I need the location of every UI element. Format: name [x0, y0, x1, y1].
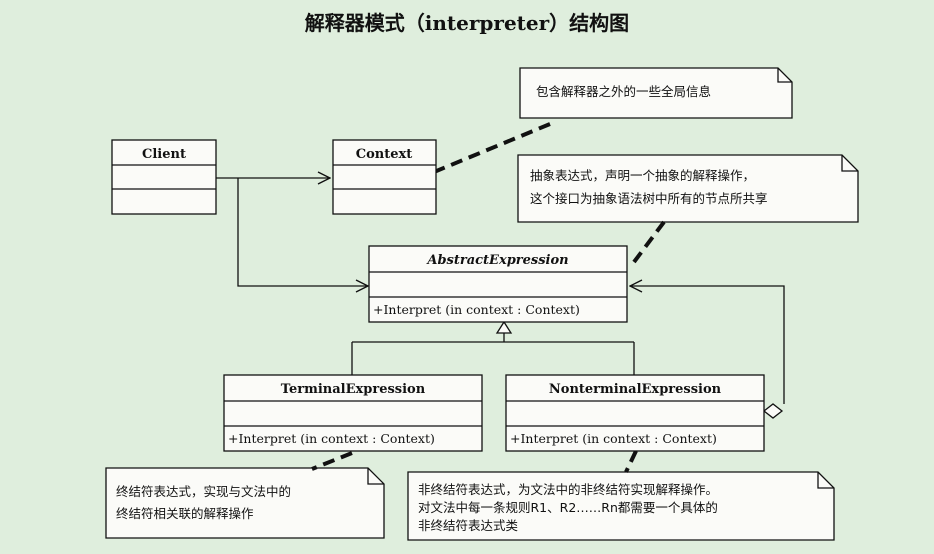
note-terminal-expression: 终结符表达式，实现与文法中的 终结符相关联的解释操作	[105, 467, 385, 539]
note-nonterminal-line-1: 非终结符表达式，为文法中的非终结符实现解释操作。	[418, 482, 718, 497]
class-nonterminal-expression[interactable]: NonterminalExpression +Interpret (in con…	[505, 374, 765, 452]
class-context-name: Context	[356, 147, 413, 162]
class-abstract-expression[interactable]: AbstractExpression +Interpret (in contex…	[368, 245, 628, 323]
aggregation-nonterminal-abstract	[630, 286, 785, 419]
inheritance-triangle-icon	[495, 320, 513, 334]
class-nonterminal-expression-operation: +Interpret (in context : Context)	[510, 431, 717, 446]
note-abstract-line-2: 这个接口为抽象语法树中所有的节点所共享	[530, 191, 768, 206]
class-client[interactable]: Client	[111, 139, 217, 215]
note-context: 包含解释器之外的一些全局信息	[519, 67, 793, 119]
note-abstract-expression: 抽象表达式，声明一个抽象的解释操作， 这个接口为抽象语法树中所有的节点所共享	[517, 154, 859, 223]
class-abstract-expression-operation: +Interpret (in context : Context)	[373, 302, 580, 317]
note-terminal-line-1: 终结符表达式，实现与文法中的	[116, 484, 291, 499]
class-nonterminal-expression-name: NonterminalExpression	[549, 382, 722, 397]
aggregation-diamond-icon	[762, 403, 784, 419]
class-context[interactable]: Context	[332, 139, 437, 215]
note-terminal-line-2: 终结符相关联的解释操作	[116, 506, 254, 521]
note-context-line-1: 包含解释器之外的一些全局信息	[536, 84, 711, 99]
note-nonterminal-expression: 非终结符表达式，为文法中的非终结符实现解释操作。 对文法中每一条规则R1、R2……	[407, 471, 835, 541]
diagram-title: 解释器模式（interpreter）结构图	[305, 11, 629, 35]
note-nonterminal-line-2: 对文法中每一条规则R1、R2……Rn都需要一个具体的	[418, 500, 718, 515]
note-abstract-line-1: 抽象表达式，声明一个抽象的解释操作，	[530, 168, 755, 183]
generalization-lines	[351, 320, 635, 375]
class-terminal-expression-name: TerminalExpression	[281, 382, 426, 397]
connector-context-note	[433, 122, 551, 174]
note-nonterminal-line-3: 非终结符表达式类	[418, 518, 519, 533]
class-terminal-expression[interactable]: TerminalExpression +Interpret (in contex…	[223, 374, 483, 452]
class-terminal-expression-operation: +Interpret (in context : Context)	[228, 431, 435, 446]
connector-nonterminal-note	[624, 450, 638, 473]
class-client-name: Client	[142, 147, 186, 162]
association-client-abstract	[237, 178, 368, 286]
connector-terminal-note	[311, 451, 353, 471]
class-abstract-expression-name: AbstractExpression	[425, 253, 568, 268]
connector-abstract-note	[632, 220, 666, 264]
